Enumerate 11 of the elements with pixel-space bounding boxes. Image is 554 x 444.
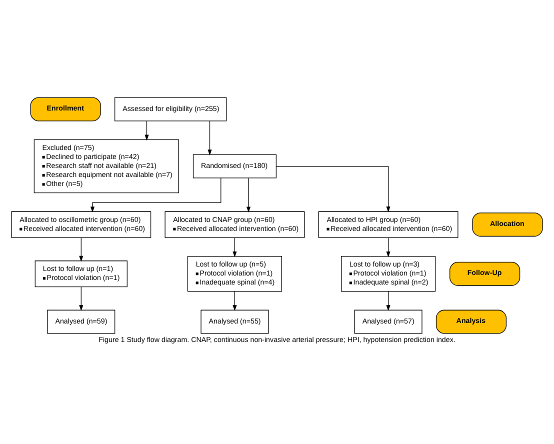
arrow xyxy=(246,178,251,213)
arrow xyxy=(144,120,149,141)
arrow xyxy=(386,237,390,258)
arrow xyxy=(232,237,237,258)
arrow xyxy=(90,178,222,212)
arrow xyxy=(79,286,84,311)
arrow xyxy=(276,166,390,212)
arrow xyxy=(232,291,237,312)
arrow xyxy=(386,291,390,312)
arrow xyxy=(208,120,212,156)
arrow xyxy=(79,237,84,262)
